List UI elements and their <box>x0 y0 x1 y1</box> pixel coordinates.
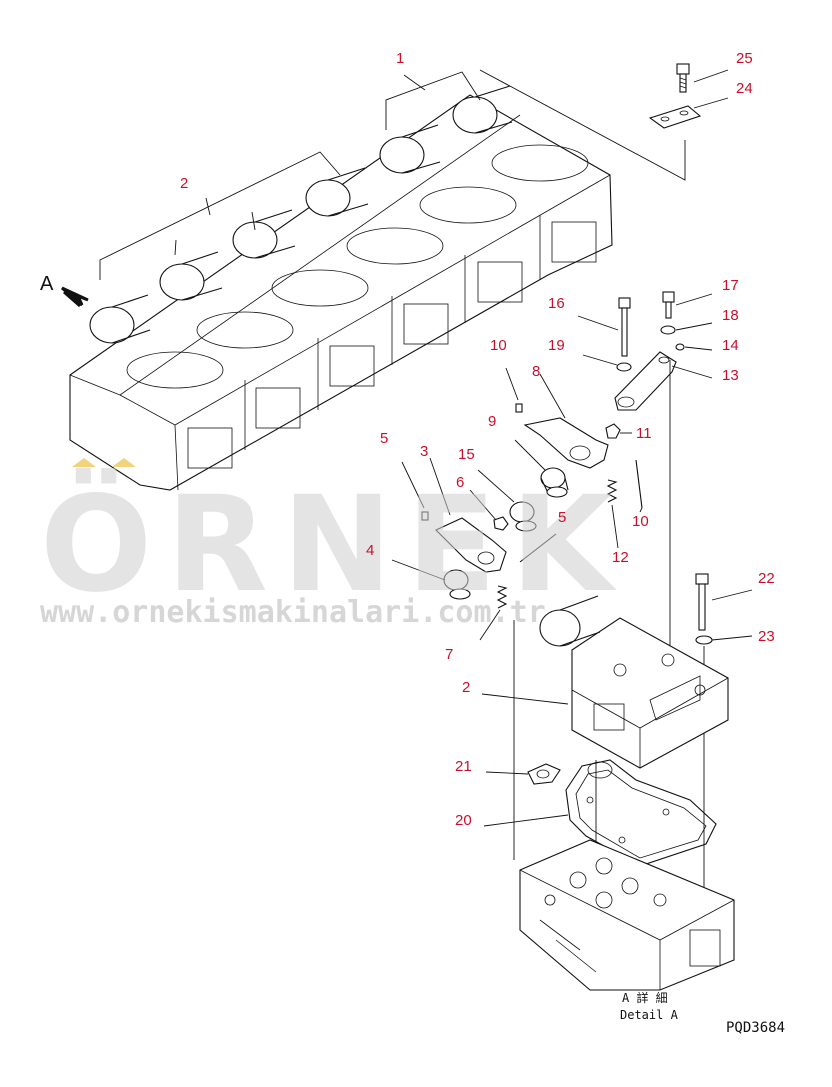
watermark: ÖRNEK www.ornekismakinalari.com.tr <box>40 458 627 630</box>
callout-7: 7 <box>445 646 453 663</box>
nut-6 <box>469 489 509 531</box>
callout-17: 17 <box>722 277 739 294</box>
gasket-21 <box>485 763 561 785</box>
bolt-25 <box>676 63 729 93</box>
callout-11: 11 <box>636 425 652 442</box>
watermark-brand: ÖRNEK <box>40 468 627 622</box>
cylinder-cover <box>232 209 296 259</box>
callout-12: 12 <box>612 549 629 566</box>
nut-11 <box>605 423 632 439</box>
detail-label-en: Detail A <box>620 1008 679 1022</box>
rocker-arm-8 <box>523 373 609 469</box>
bolt-17 <box>662 291 713 319</box>
callout-5-upper: 5 <box>380 430 388 447</box>
callout-3: 3 <box>420 443 428 460</box>
cylinder-cover <box>452 85 513 134</box>
callout-15: 15 <box>458 446 475 463</box>
detail-label-jp: A 詳 細 <box>622 990 668 1005</box>
rocker-arm-3 <box>429 457 507 573</box>
view-marker-a: A <box>40 273 89 308</box>
pin-10-upper <box>505 367 523 413</box>
callout-13: 13 <box>722 367 739 384</box>
cylinder-head-block <box>519 839 735 991</box>
rocker-support-13 <box>614 351 713 411</box>
gasket-20 <box>483 759 717 867</box>
callout-2-detail: 2 <box>462 679 470 696</box>
cylinder-cover <box>379 124 441 174</box>
callout-8: 8 <box>532 363 540 380</box>
callout-4: 4 <box>366 542 374 559</box>
watermark-umlaut-icon <box>72 458 136 467</box>
callout-20: 20 <box>455 812 472 829</box>
head-assembly-row <box>69 69 686 491</box>
bushing-9 <box>514 439 569 498</box>
bushing-4 <box>391 559 471 600</box>
screw-5b <box>519 533 557 563</box>
spring-7 <box>479 585 508 641</box>
callout-22: 22 <box>758 570 775 587</box>
washer-23 <box>695 635 753 645</box>
cylinder-cover <box>305 167 369 217</box>
bracket-leader-1 <box>385 71 481 130</box>
callout-1: 1 <box>396 50 404 67</box>
callout-6: 6 <box>456 474 464 491</box>
callout-18: 18 <box>722 307 739 324</box>
spring-12 <box>606 479 619 549</box>
callout-23: 23 <box>758 628 775 645</box>
callout-10-upper: 10 <box>490 337 507 354</box>
view-arrow-icon <box>61 286 89 308</box>
callout-25: 25 <box>736 50 753 67</box>
callout-10-lower: 10 <box>632 513 649 530</box>
callouts: 1 2 25 24 17 16 18 19 14 10 13 8 11 9 5 … <box>180 50 775 829</box>
housing-2 <box>481 595 729 769</box>
drawing-code: PQD3684 <box>726 1020 785 1036</box>
pin-5a <box>401 461 429 521</box>
view-label: A <box>40 273 54 295</box>
watermark-url: www.ornekismakinalari.com.tr <box>40 595 546 630</box>
plate-24 <box>648 97 729 129</box>
screw-10-lower <box>635 459 643 513</box>
cylinder-cover <box>159 251 223 301</box>
callout-19: 19 <box>548 337 565 354</box>
callout-24: 24 <box>736 80 753 97</box>
bolt-16 <box>577 297 631 357</box>
bushing-15 <box>477 469 537 532</box>
washer-19 <box>582 354 632 372</box>
callout-21: 21 <box>455 758 472 775</box>
bracket-leader-2 <box>99 151 341 280</box>
callout-16: 16 <box>548 295 565 312</box>
washer-18 <box>660 322 713 335</box>
callout-5-lower: 5 <box>558 509 566 526</box>
callout-9: 9 <box>488 413 496 430</box>
pin-14 <box>675 343 713 351</box>
callout-14: 14 <box>722 337 739 354</box>
cylinder-cover <box>89 294 151 344</box>
callout-2-top: 2 <box>180 175 188 192</box>
bolt-22 <box>695 573 753 631</box>
